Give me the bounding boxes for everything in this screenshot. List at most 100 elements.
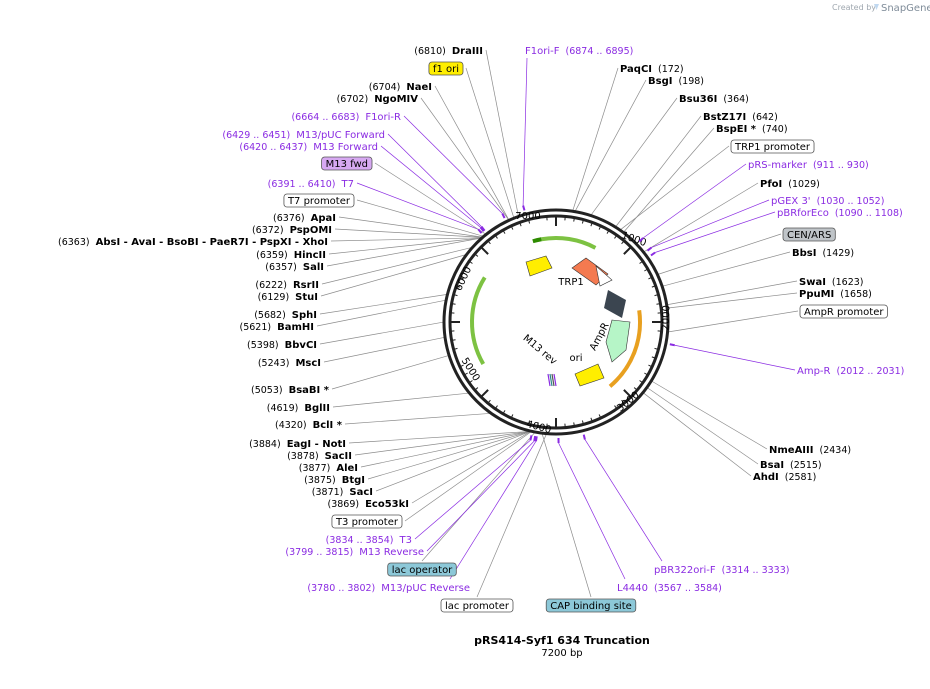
label-name: M13 Forward xyxy=(313,142,378,153)
leader-line xyxy=(644,182,759,252)
leader-line xyxy=(319,294,447,315)
leader-line xyxy=(575,79,647,211)
site-eagi-noti: EagI - NotI(3884) xyxy=(249,439,346,450)
leader-line xyxy=(328,237,481,255)
primer-m13-forward: M13 Forward(6420 .. 6437) xyxy=(239,142,378,153)
primer-pgex-3: pGEX 3'(1030 .. 1052) xyxy=(771,196,884,207)
ruler-tick-minor xyxy=(528,219,531,224)
label-name: Bsu36I xyxy=(679,94,717,105)
label-position: (6704) xyxy=(369,82,401,93)
feature-box-label: CEN/ARS xyxy=(787,230,831,241)
label-position: (3884) xyxy=(249,439,281,450)
label-position: (6376) xyxy=(273,213,305,224)
backbone-outer xyxy=(442,208,670,436)
leader-line xyxy=(651,199,770,248)
ruler-tick-minor xyxy=(627,246,632,251)
label-name: M13 Reverse xyxy=(359,547,424,558)
site-bsu36i: Bsu36I(364) xyxy=(679,94,749,105)
primer-m13-puc-forward: M13/pUC Forward(6429 .. 6451) xyxy=(222,130,385,141)
label-name: PpuMI xyxy=(799,289,834,300)
ruler-tick-minor xyxy=(451,303,456,305)
leader-line xyxy=(356,182,479,230)
leader-line xyxy=(374,162,486,235)
label-name: NmeAIII xyxy=(769,445,813,456)
label-position: (6359) xyxy=(256,250,288,261)
ruler-tick-minor xyxy=(459,364,464,368)
site-bcli: BclI *(4320) xyxy=(275,420,343,431)
trp1-arc-head xyxy=(532,237,542,244)
leader-line xyxy=(449,441,537,580)
label-position: (1658) xyxy=(840,289,872,300)
primer-pbr322ori-f: pBR322ori-F(3314 .. 3333) xyxy=(654,565,789,576)
label-name: BstZ17I xyxy=(703,112,746,123)
label-name: BsaBI * xyxy=(289,385,330,396)
site-btgi: BtgI(3875) xyxy=(304,475,365,486)
primer-mark xyxy=(529,435,533,441)
ruler-tick-minor xyxy=(474,253,479,257)
site-bglii: BglII(4619) xyxy=(267,403,330,414)
leader-line xyxy=(643,392,752,477)
leader-line xyxy=(316,299,446,327)
label-position: (3875) xyxy=(304,475,336,486)
feature-box-frame xyxy=(545,598,637,613)
ruler-tick-minor xyxy=(474,387,479,391)
site-ppumi: PpuMI (1658) xyxy=(799,289,872,300)
ruler-tick-minor xyxy=(581,420,584,425)
leader-line xyxy=(380,145,481,228)
label-position: (3871) xyxy=(312,487,344,498)
primer-mark xyxy=(480,226,486,232)
leader-line xyxy=(360,431,530,468)
leader-line xyxy=(541,434,592,598)
site-apai: ApaI(6376) xyxy=(273,213,336,224)
label-position: (911 .. 930) xyxy=(813,160,869,171)
leader-line xyxy=(332,392,469,408)
m13-rev-mark xyxy=(553,373,557,387)
site-bspei: BspEI *(740) xyxy=(716,124,788,135)
ruler-tick-minor xyxy=(463,372,468,376)
label-name: BamHI xyxy=(277,322,314,333)
leader-line xyxy=(411,431,530,504)
site-nmeaiii: NmeAIII(2434) xyxy=(769,445,851,456)
ruler-tick-minor xyxy=(573,422,575,427)
ruler-tick-minor xyxy=(644,268,649,272)
leader-line xyxy=(674,344,796,371)
ruler-tick-label: 2000 xyxy=(661,305,673,331)
primer-mark xyxy=(650,251,656,257)
leader-line xyxy=(654,211,776,253)
ruler-tick-minor xyxy=(590,222,593,227)
label-name: BbvCI xyxy=(285,340,317,351)
leader-line xyxy=(420,97,509,220)
primer-mark xyxy=(534,436,538,442)
label-name: Amp-R xyxy=(797,366,831,377)
feature-label-trp1: TRP1 xyxy=(557,277,583,288)
primer-f1ori-f: F1ori-F(6874 .. 6895) xyxy=(525,46,633,57)
ruler-tick-minor xyxy=(598,414,602,419)
leader-line xyxy=(667,280,798,305)
site-pfoi: PfoI(1029) xyxy=(760,179,820,190)
label-name: BsgI xyxy=(648,76,672,87)
label-position: (198) xyxy=(678,76,704,87)
primer-mark xyxy=(638,237,644,243)
site-sphi: SphI(5682) xyxy=(254,310,317,321)
site-saci: SacI(3871) xyxy=(312,487,373,498)
label-position: (1429) xyxy=(822,248,854,259)
site-hincii: HincII(6359) xyxy=(256,250,326,261)
label-name: SacII xyxy=(325,451,352,462)
feature-box-label: AmpR promoter xyxy=(804,307,884,318)
credit-prefix: Created by xyxy=(832,3,876,12)
feature-box-label: CAP binding site xyxy=(550,601,632,612)
feature-box-lac-operator: lac operator xyxy=(387,562,457,577)
site-paqci: PaqCI(172) xyxy=(620,64,684,75)
ruler-tick-minor xyxy=(510,414,514,419)
feature-box-frame xyxy=(283,193,355,208)
leader-line xyxy=(414,440,531,540)
ruler-tick-minor xyxy=(573,217,575,222)
trp1-promoter-arrow xyxy=(595,265,613,287)
primer-mark xyxy=(479,226,485,232)
ruler-tick-minor xyxy=(468,380,473,384)
label-position: (3780 .. 3802) xyxy=(307,583,375,594)
site-bsgi: BsgI (198) xyxy=(648,76,704,87)
ruler-tick-minor xyxy=(598,225,602,230)
label-position: (4619) xyxy=(267,403,299,414)
ruler-tick-minor xyxy=(644,372,649,376)
